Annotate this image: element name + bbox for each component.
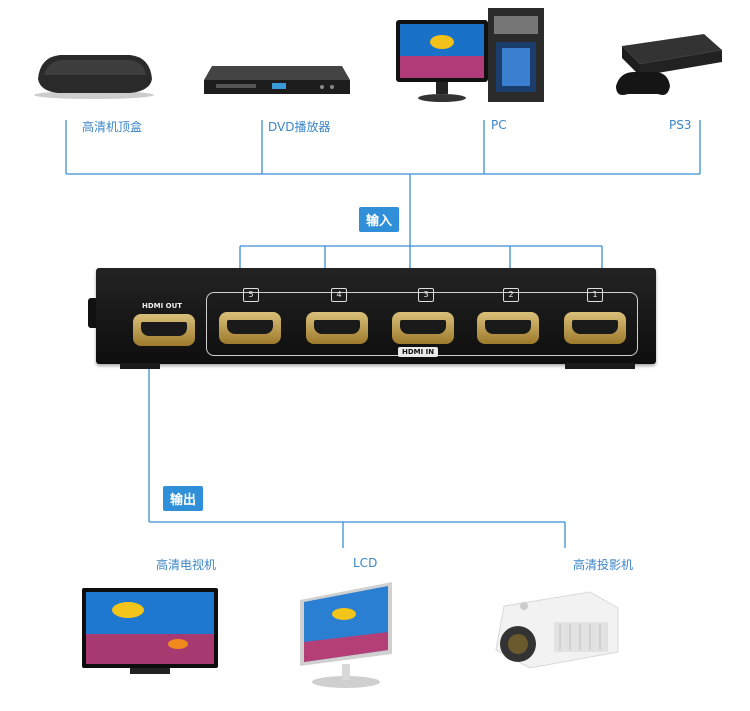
port-number-5: 5 [243, 288, 259, 302]
input-label-dvd: DVD播放器 [268, 120, 331, 134]
input-label-pc: PC [491, 118, 507, 132]
switcher-foot-left [120, 363, 160, 369]
hdmi-in-port-3 [392, 312, 454, 344]
hdmi-in-port-1 [564, 312, 626, 344]
set-top-box-icon [30, 45, 158, 101]
hdmi-in-label: HDMI IN [398, 347, 439, 357]
output-tag: 输出 [163, 486, 204, 511]
switcher-foot-right [565, 363, 635, 369]
hdmi-in-port-4 [306, 312, 368, 344]
output-label-hdtv: 高清电视机 [156, 558, 217, 572]
port-number-2: 2 [503, 288, 519, 302]
output-label-projector: 高清投影机 [573, 558, 634, 572]
game-console-icon [612, 24, 724, 100]
port-number-1: 1 [587, 288, 603, 302]
input-label-ps3: PS3 [669, 118, 692, 132]
hdmi-in-port-2 [477, 312, 539, 344]
dvd-player-icon [202, 62, 352, 98]
port-number-4: 4 [331, 288, 347, 302]
output-label-lcd: LCD [353, 556, 378, 570]
hdmi-in-port-5 [219, 312, 281, 344]
input-label-set-top-box: 高清机顶盒 [82, 120, 143, 134]
port-number-3: 3 [418, 288, 434, 302]
desktop-pc-icon [392, 6, 552, 106]
input-tag: 输入 [359, 207, 400, 232]
hdmi-out-label: HDMI OUT [142, 302, 183, 310]
lcd-monitor-icon [298, 580, 394, 692]
hdtv-icon [80, 586, 220, 678]
projector-icon [490, 588, 620, 672]
switcher-side-knob [88, 298, 96, 328]
hdmi-out-port [133, 314, 195, 346]
